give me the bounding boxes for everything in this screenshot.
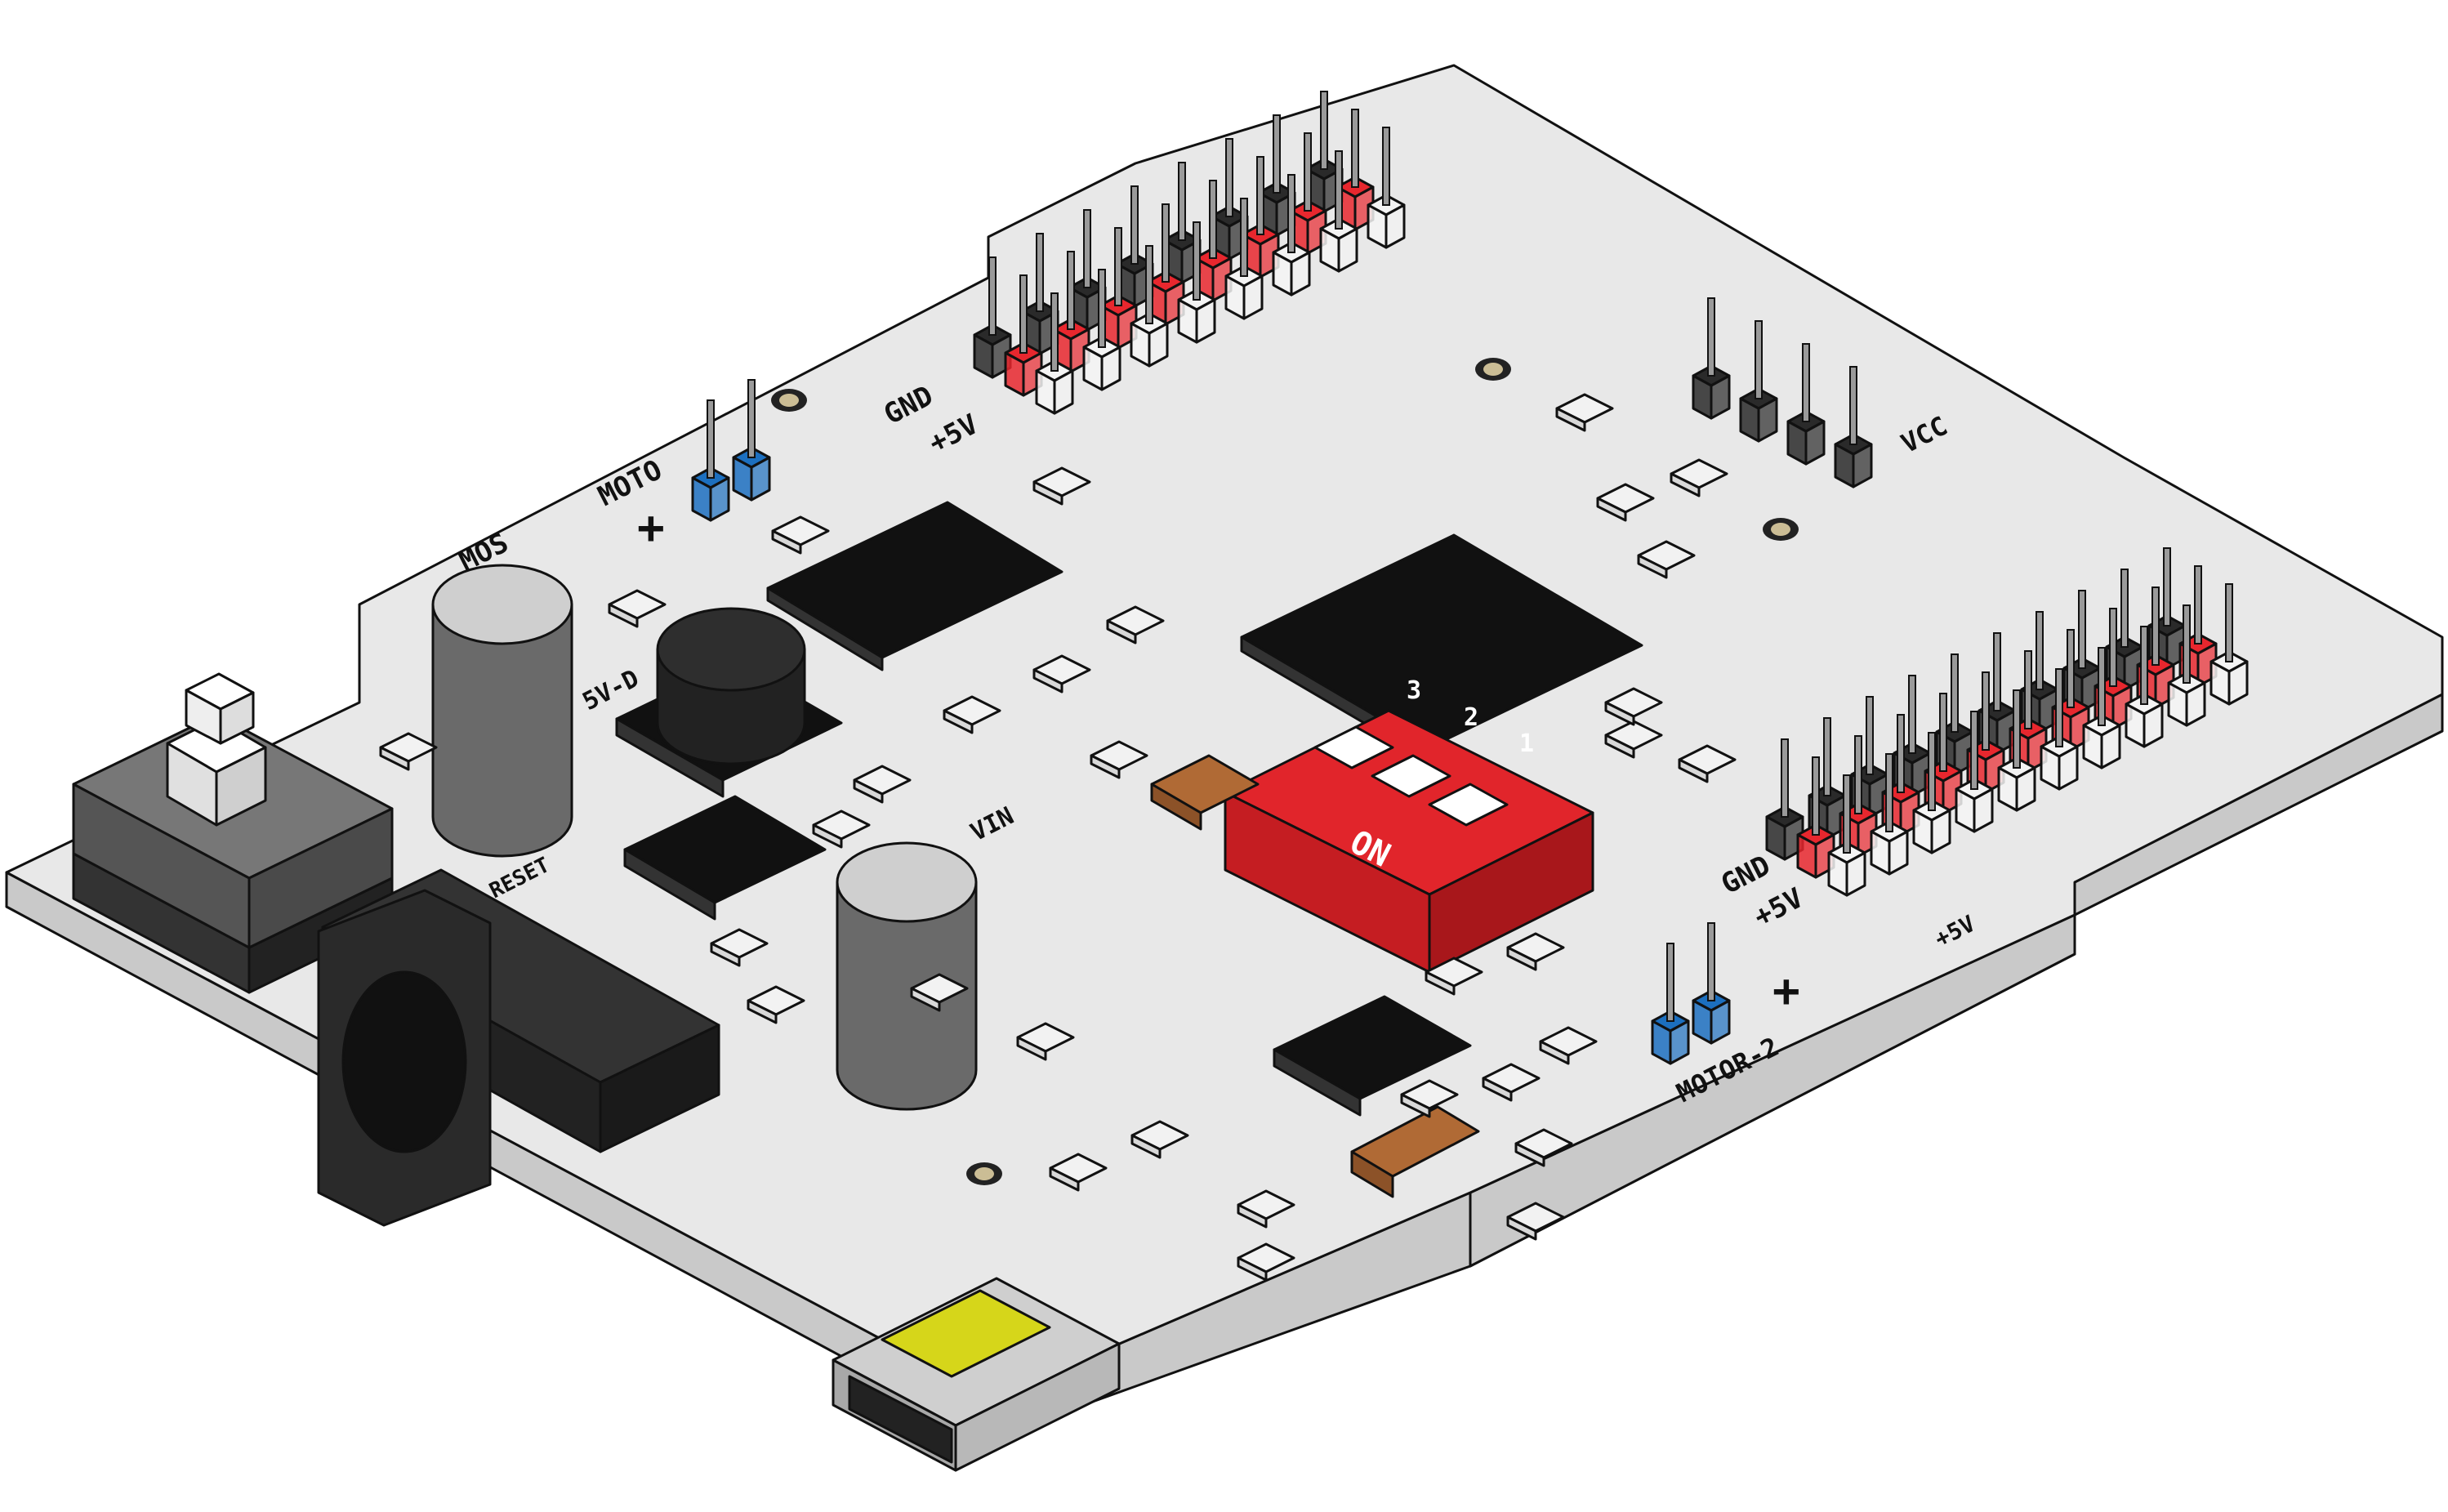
digital-pin_red-0 [1796, 756, 1835, 879]
usb-connector [832, 1277, 1121, 1472]
crystal-1 [1150, 754, 1260, 831]
analog-pin_white-1 [1082, 269, 1121, 391]
inductor-l1 [615, 607, 843, 798]
smd-component [710, 928, 769, 967]
mounting-holes [771, 358, 1799, 1185]
smd-component [1237, 1189, 1295, 1229]
electrolytic-capacitor-2 [836, 841, 978, 1111]
smd-component [771, 515, 830, 555]
digital-pin_white-3 [1955, 711, 1994, 833]
smd-component [1090, 740, 1148, 779]
digital-pin_white-2 [1912, 732, 1951, 854]
digital-pin_white-8 [2167, 604, 2206, 727]
analog-pin_white-6 [1319, 150, 1358, 273]
analog-pin_white-0 [1035, 292, 1074, 415]
motor-driver-chip [766, 501, 1063, 671]
smd-component [608, 589, 667, 628]
analog-pin_white-5 [1272, 174, 1311, 297]
smd-component [1032, 654, 1091, 694]
dc-power-jack [317, 868, 720, 1227]
label-dip-3: 3 [1407, 676, 1421, 705]
smd-component [1130, 1120, 1189, 1159]
digital-pin_white-9 [2209, 583, 2249, 706]
motor2-pin-0 [1651, 943, 1690, 1065]
smd-component [1514, 1128, 1573, 1167]
label-plus-motor1: + [637, 502, 665, 555]
motor1-pin-0 [691, 399, 730, 522]
crystal-2 [1350, 1105, 1480, 1198]
digital-pin_white-1 [1870, 753, 1909, 876]
smd-component [1032, 466, 1091, 506]
smd-component [1555, 393, 1614, 432]
dip-switch[interactable] [1224, 709, 1594, 974]
smd-component [379, 732, 438, 771]
smd-component [1049, 1153, 1108, 1192]
smd-component [943, 695, 1001, 734]
digital-pin-header [1765, 547, 2249, 897]
digital-pin_white-6 [2082, 647, 2121, 769]
analog-pin-header [973, 91, 1406, 415]
smd-component [1637, 540, 1696, 579]
smd-component [1482, 1063, 1541, 1102]
digital-pin_white-7 [2125, 626, 2164, 748]
uart-pin-2 [1786, 343, 1826, 466]
smd-component [1604, 720, 1663, 759]
uart-pin-0 [1692, 297, 1731, 420]
motor1-pin-1 [732, 379, 771, 502]
uart-pin-3 [1834, 366, 1873, 488]
voltage-regulator-chip [623, 795, 827, 921]
digital-pin_black-0 [1765, 738, 1804, 861]
smd-component [1016, 1022, 1075, 1061]
smd-parts [379, 393, 1737, 1282]
analog-pin_white-3 [1177, 221, 1216, 344]
smd-component [1670, 458, 1728, 497]
motor2-pin-1 [1692, 922, 1731, 1045]
usb-serial-chip [1273, 995, 1472, 1117]
smd-component [1678, 744, 1737, 783]
analog-pin_white-4 [1224, 198, 1264, 320]
analog-pin_white-7 [1367, 127, 1406, 249]
smd-component [910, 973, 969, 1012]
smd-component [812, 810, 871, 849]
uart-pin-header [1692, 297, 1873, 488]
smd-component [1237, 1242, 1295, 1282]
motor-2-header [1651, 922, 1731, 1065]
smd-component [1106, 605, 1165, 644]
smd-component [1400, 1079, 1459, 1118]
label-plus-motor2: + [1772, 965, 1800, 1018]
analog-pin_white-2 [1130, 245, 1169, 368]
smd-component [747, 985, 805, 1024]
motor-1-header [691, 379, 771, 522]
digital-pin_white-5 [2040, 668, 2079, 791]
smd-component [1425, 957, 1483, 996]
analog-pin_black-5 [1210, 138, 1249, 261]
smd-component [1506, 932, 1565, 971]
uart-pin-1 [1739, 320, 1778, 443]
smd-component [1506, 1202, 1565, 1241]
smd-component [1596, 483, 1655, 522]
digital-pin_white-4 [1997, 689, 2036, 812]
smd-component [1539, 1026, 1598, 1065]
smd-component [853, 765, 912, 804]
label-dip-2: 2 [1464, 703, 1478, 732]
digital-pin_white-0 [1827, 774, 1866, 897]
smd-component [1604, 687, 1663, 726]
electrolytic-capacitor-1 [431, 564, 573, 858]
label-dip-1: 1 [1519, 729, 1534, 758]
